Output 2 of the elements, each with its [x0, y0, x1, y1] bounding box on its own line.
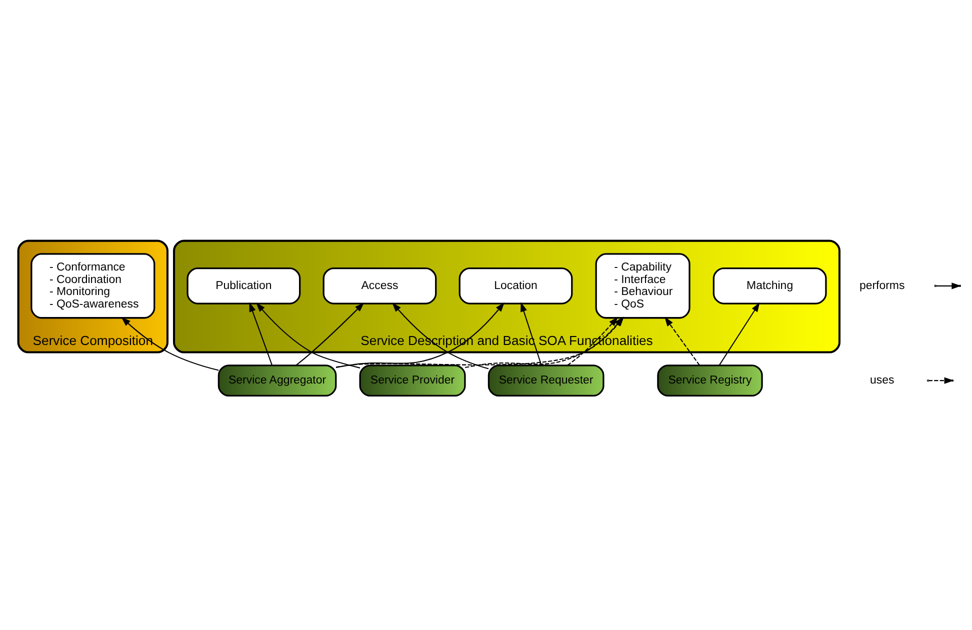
legend-label: uses — [870, 374, 894, 387]
legend-label: performs — [859, 280, 905, 292]
